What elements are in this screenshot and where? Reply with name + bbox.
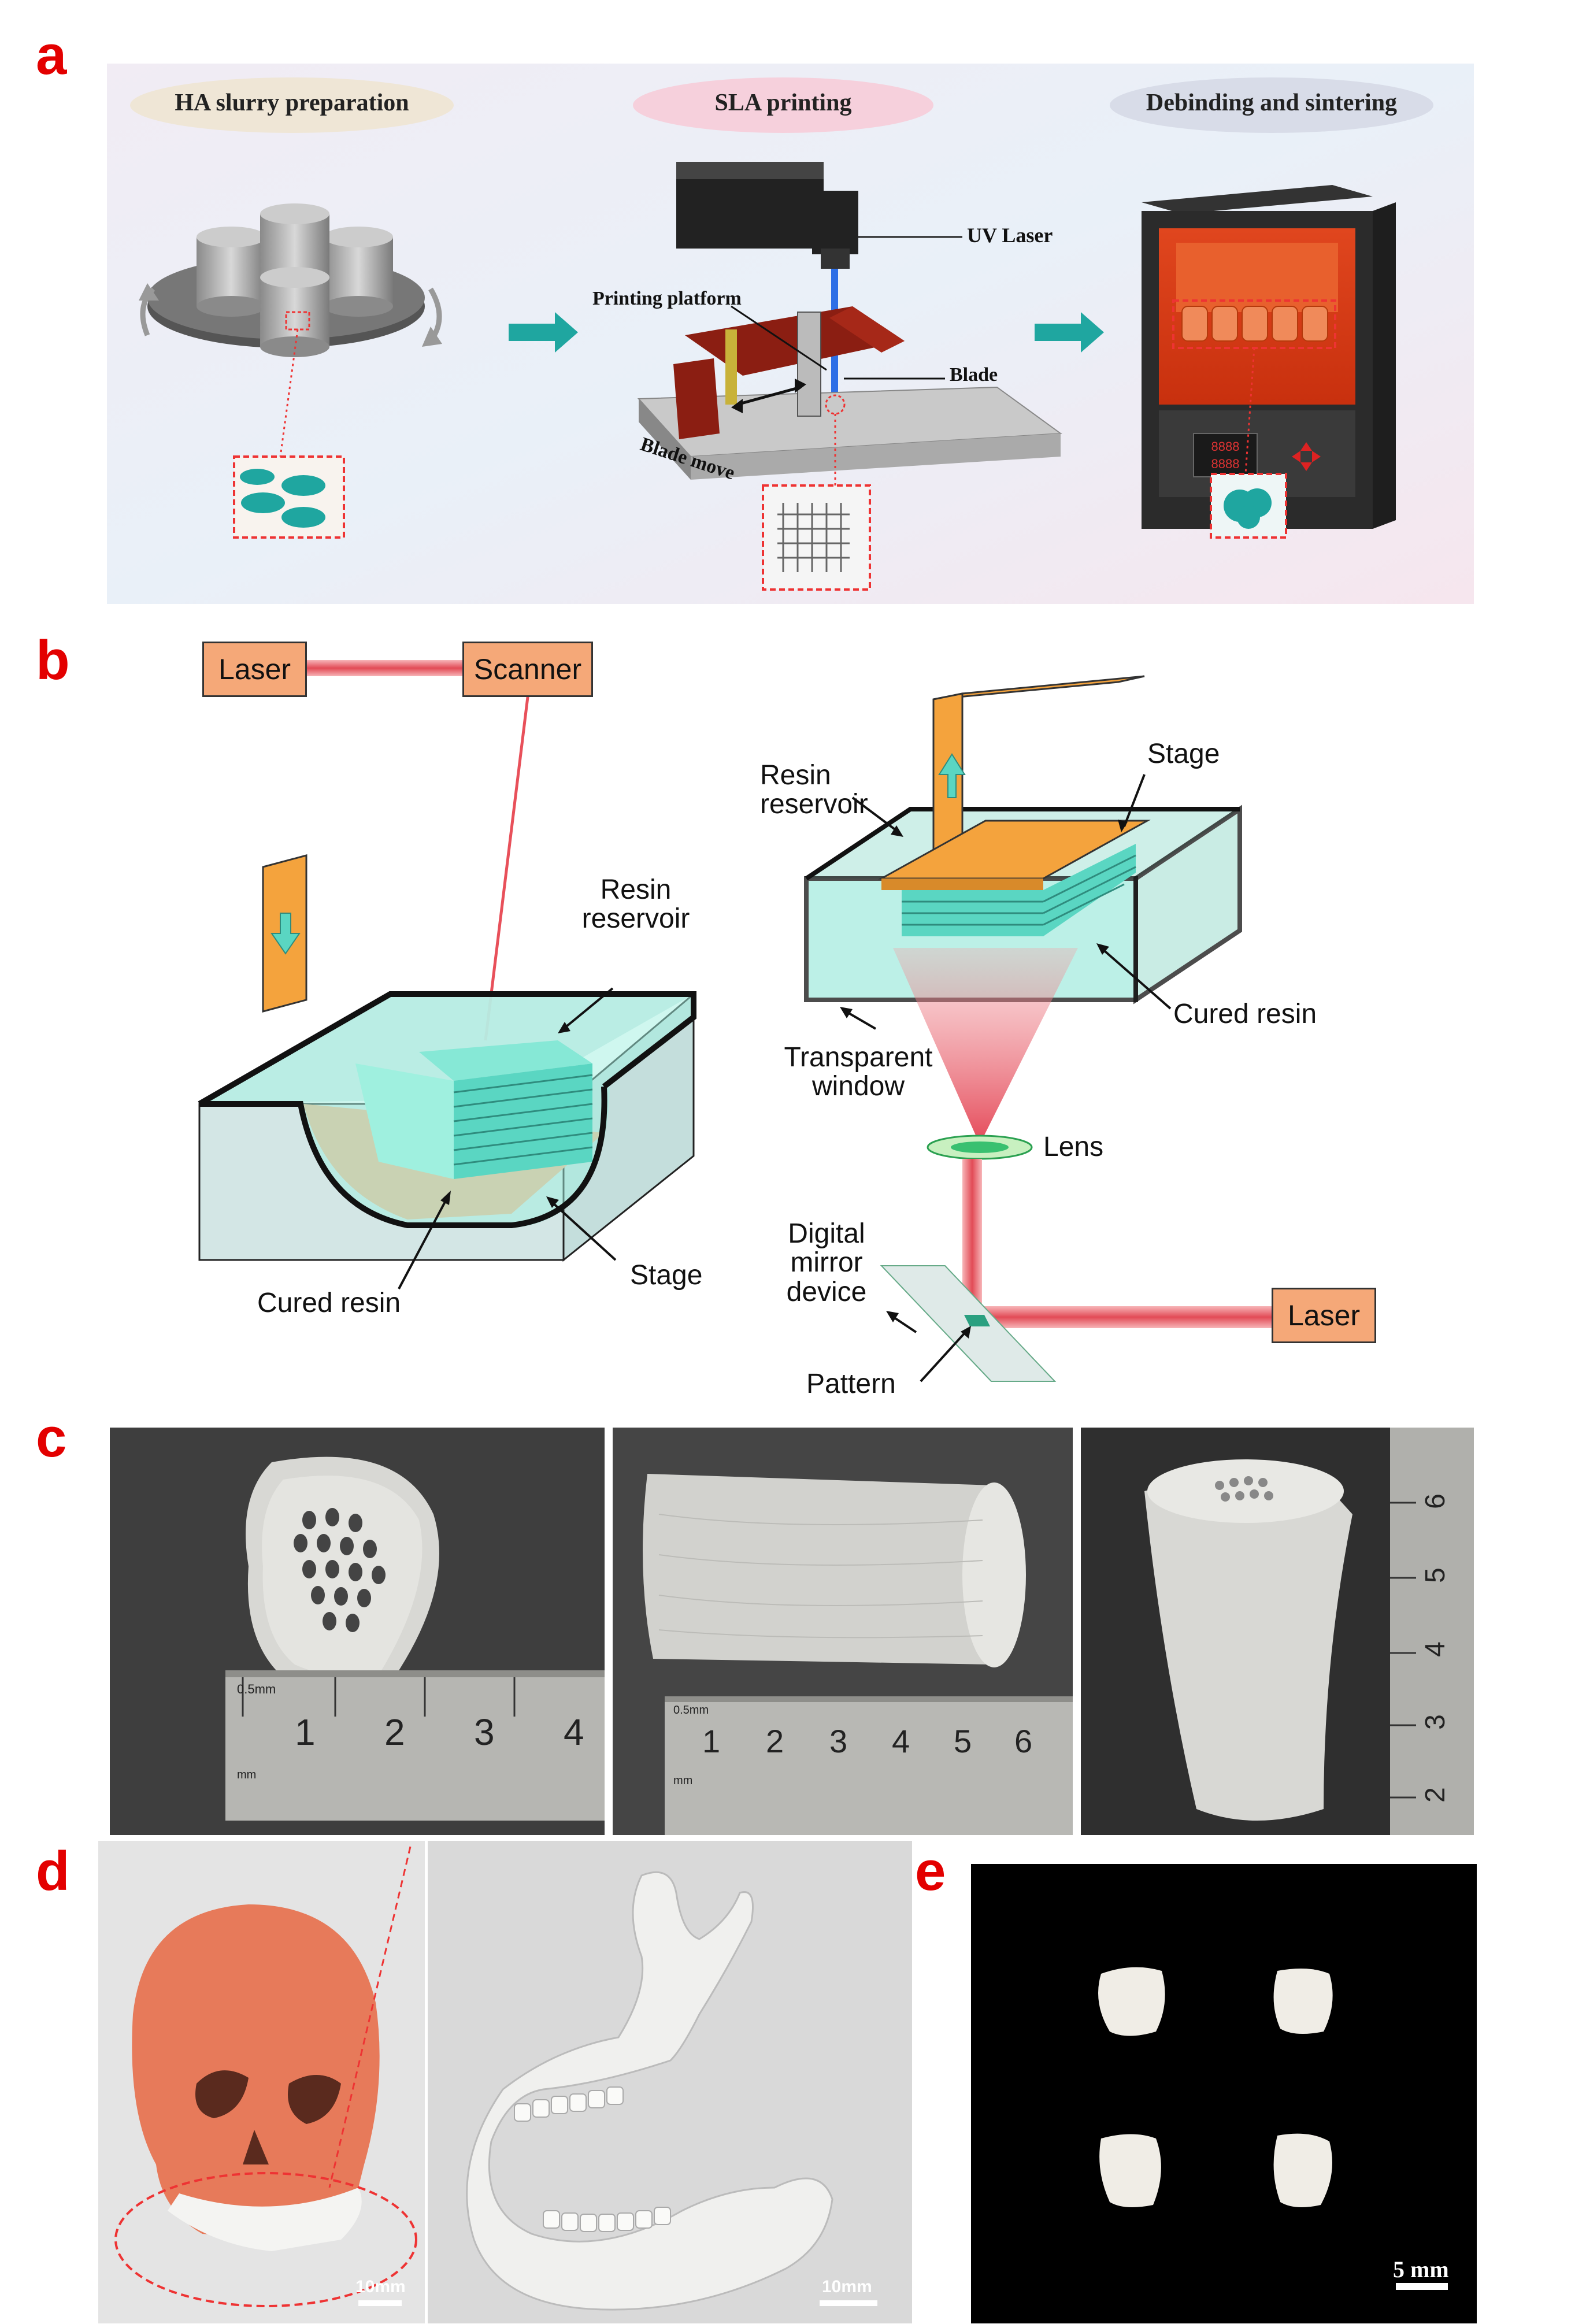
ruler2-unit: 0.5mm	[673, 1704, 709, 1717]
photo-d-mandible: 10mm	[428, 1841, 912, 2323]
ruler1-unit2: mm	[237, 1769, 257, 1781]
photo-c2: 0.5mm mm 1 2 3 4 5 6	[613, 1428, 1073, 1835]
ruler3-tick-4: 4	[1420, 1641, 1451, 1657]
scanner-box: Scanner	[462, 642, 593, 697]
panel-letter-a: a	[36, 24, 67, 86]
ruler1-tick-3: 3	[474, 1711, 495, 1753]
panel-b-diagram	[198, 660, 1298, 1382]
panel-b: Laser Scanner Resin reservoir Cured resi…	[107, 624, 1474, 1399]
scale-label-d2: 10mm	[822, 2277, 872, 2296]
label-cured-resin-left: Cured resin	[257, 1288, 401, 1318]
cured-layers-right	[902, 844, 1136, 936]
ruler3-tick-6: 6	[1420, 1493, 1451, 1509]
pore-pattern	[294, 1508, 386, 1632]
label-resin-reservoir-right: Resin reservoir	[760, 760, 868, 820]
zoom-box-lattice	[762, 484, 871, 591]
step-label-slurry: HA slurry preparation	[175, 90, 409, 116]
panel-letter-c: c	[36, 1407, 67, 1469]
ruler1-tick-4: 4	[564, 1711, 584, 1753]
control-pad-icon	[1292, 442, 1321, 471]
label-blade: Blade	[950, 364, 998, 386]
panel-letter-d: d	[36, 1840, 70, 1902]
label-pattern: Pattern	[806, 1369, 896, 1399]
label-uv-laser: UV Laser	[967, 224, 1053, 247]
mandible-white	[168, 2188, 362, 2251]
label-lens: Lens	[1043, 1132, 1104, 1162]
ruler2-tick-1: 1	[702, 1723, 721, 1759]
ruler1-unit: 0.5mm	[237, 1682, 276, 1696]
display-line-2: 8888	[1211, 457, 1240, 471]
furnace-top	[1142, 185, 1373, 214]
panel-letter-b: b	[36, 629, 70, 691]
laser-box-right: Laser	[1272, 1288, 1376, 1343]
ruler3-tick-2: 2	[1420, 1787, 1451, 1803]
laser-box-left: Laser	[202, 642, 307, 697]
ruler2-tick-2: 2	[766, 1723, 784, 1759]
photo-c1: 0.5mm mm 1 2 3 4	[110, 1428, 605, 1835]
scale-label-d1: 10mm	[355, 2277, 406, 2296]
cylinder-samples	[1098, 1967, 1333, 2207]
photo-d-skull: 10mm	[98, 1841, 425, 2323]
ruler3-tick-5: 5	[1420, 1567, 1451, 1583]
ruler1-tick-2: 2	[384, 1711, 405, 1753]
photo-c3: 2 3 4 5 6	[1081, 1428, 1474, 1835]
photo-e: 5 mm	[971, 1864, 1477, 2323]
label-printing-platform: Printing platform	[592, 288, 742, 309]
display-line-1: 8888	[1211, 439, 1240, 454]
step-label-sintering: Debinding and sintering	[1146, 90, 1398, 116]
ruler2-tick-6: 6	[1014, 1723, 1033, 1759]
label-stage-right: Stage	[1147, 739, 1220, 769]
step-label-sla: SLA printing	[714, 90, 852, 116]
down-arrow-icon	[270, 913, 301, 955]
ruler3-tick-3: 3	[1420, 1714, 1451, 1730]
process-arrow-2	[1035, 312, 1104, 353]
panel-a: 8888 8888 HA slurry preparation SLA prin…	[107, 64, 1474, 604]
ruler2-tick-3: 3	[829, 1723, 848, 1759]
ruler2-tick-4: 4	[892, 1723, 910, 1759]
cured-block-left	[355, 1040, 593, 1179]
panel-a-diagram: 8888 8888	[107, 64, 1474, 604]
ruler2-tick-5: 5	[954, 1723, 972, 1759]
label-stage-left: Stage	[630, 1260, 703, 1291]
process-arrow-1	[509, 312, 578, 353]
scale-label-e: 5 mm	[1393, 2256, 1449, 2282]
up-arrow-icon	[938, 753, 966, 798]
label-dmd: Digital mirror device	[786, 1218, 867, 1307]
label-resin-reservoir-left: Resin reservoir	[581, 874, 690, 935]
label-cured-resin-right: Cured resin	[1173, 999, 1317, 1029]
mandible-shape	[466, 1871, 833, 2311]
label-transparent-window: Transparent window	[784, 1042, 933, 1102]
skull-shape	[132, 1904, 380, 2241]
panel-letter-e: e	[915, 1840, 946, 1902]
ruler2-unit2: mm	[673, 1774, 693, 1787]
ruler1-tick-1: 1	[295, 1711, 316, 1753]
